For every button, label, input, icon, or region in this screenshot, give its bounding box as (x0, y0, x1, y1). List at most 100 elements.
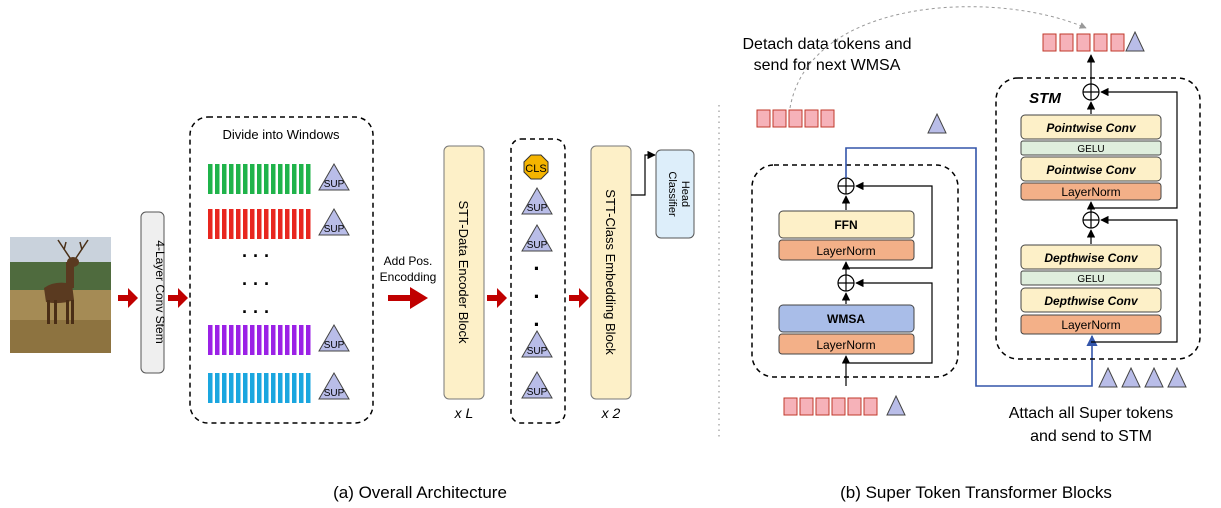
column-sup-token: SUP (521, 223, 553, 252)
window-bar (222, 164, 227, 194)
data-token (1076, 33, 1091, 52)
data-token (756, 109, 771, 128)
data-token (863, 397, 878, 416)
window-bar (285, 164, 290, 194)
pos-encoding-label-1: Add Pos. (384, 254, 433, 268)
window-bar (236, 164, 241, 194)
arrow-windows-to-encoder (388, 287, 428, 309)
window-bar (306, 325, 311, 355)
window-rows: SUP SUP SUP SUP (208, 162, 350, 403)
window-bar (243, 325, 248, 355)
window-bar (208, 209, 213, 239)
input-deer-image (10, 237, 111, 353)
sup-label: SUP (527, 387, 548, 398)
window-bar (292, 325, 297, 355)
stm-title: STM (1029, 90, 1061, 107)
arrow-image-to-stem (118, 288, 138, 308)
window-bar (215, 373, 220, 403)
window-row: SUP (208, 207, 350, 239)
attached-super-tokens (1098, 366, 1187, 388)
layernorm-pw-label: LayerNorm (1061, 185, 1120, 199)
window-sup-token: SUP (318, 371, 350, 400)
column-sup-token: SUP (521, 329, 553, 358)
layernorm-wmsa-box (778, 333, 915, 355)
window-bar (222, 373, 227, 403)
window-bar (278, 164, 283, 194)
data-token (772, 109, 787, 128)
classifier-label-2: Head (679, 181, 691, 207)
sup-label: SUP (324, 179, 345, 190)
window-bar (250, 209, 255, 239)
data-token (783, 397, 798, 416)
window-bar (236, 209, 241, 239)
window-bar (222, 209, 227, 239)
window-bar (271, 164, 276, 194)
window-bar (250, 164, 255, 194)
gelu-1-box (1020, 140, 1162, 156)
column-sup-tokens: SUP SUP SUP SUP (521, 186, 553, 399)
window-bar (229, 373, 234, 403)
token-rows (756, 30, 1187, 416)
data-token (831, 397, 846, 416)
window-bar (243, 373, 248, 403)
sup-label: SUP (527, 203, 548, 214)
super-token (1144, 366, 1164, 388)
attach-note-1: Attach all Super tokens (1009, 405, 1174, 422)
sup-label: SUP (324, 224, 345, 235)
detach-curve (789, 6, 1087, 109)
gelu-2-box (1020, 270, 1162, 286)
window-bar (264, 164, 269, 194)
depthwise-conv-1-label: Depthwise Conv (1044, 251, 1139, 265)
window-bar (257, 164, 262, 194)
data-token (1042, 33, 1057, 52)
pointwise-conv-1-label: Pointwise Conv (1046, 121, 1137, 135)
layernorm-dw-label: LayerNorm (1061, 318, 1120, 332)
window-bar (257, 373, 262, 403)
stm-block: STM Pointwise Conv GELU Pointwise Conv L… (995, 54, 1201, 360)
data-token (1093, 33, 1108, 52)
window-bar (257, 325, 262, 355)
window-bar (271, 373, 276, 403)
wmsa-label: WMSA (827, 312, 865, 326)
data-token (820, 109, 835, 128)
column-dot-2: · (533, 284, 540, 309)
window-bar (215, 325, 220, 355)
cls-label: CLS (525, 163, 546, 175)
window-bar (278, 325, 283, 355)
column-sup-token: SUP (521, 370, 553, 399)
depthwise-conv-2-label: Depthwise Conv (1044, 294, 1139, 308)
layernorm-ffn-label: LayerNorm (816, 244, 875, 258)
window-bar (306, 373, 311, 403)
residual-adder-mid (837, 274, 855, 292)
window-bar (278, 373, 283, 403)
sup-label: SUP (527, 240, 548, 251)
window-bar (250, 373, 255, 403)
window-bar (271, 209, 276, 239)
attach-note-2: and send to STM (1030, 428, 1152, 445)
window-sup-token: SUP (318, 323, 350, 352)
sup-label: SUP (527, 346, 548, 357)
ffn-label: FFN (834, 218, 857, 232)
windows-dots-1: · · · (242, 246, 270, 266)
gelu-2-label: GELU (1077, 274, 1104, 285)
cls-token: CLS (523, 154, 549, 180)
column-dot-3: · (533, 312, 540, 337)
detached-token-row (756, 109, 835, 128)
depthwise-conv-2-box (1020, 287, 1162, 313)
gelu-1-label: GELU (1077, 144, 1104, 155)
window-bar (208, 325, 213, 355)
window-bar (250, 325, 255, 355)
super-token-route (845, 147, 1098, 387)
arrow-stem-to-windows (168, 288, 188, 308)
window-bar (236, 373, 241, 403)
super-token (1167, 366, 1187, 388)
window-bar (229, 209, 234, 239)
pointwise-conv-1-box (1020, 114, 1162, 140)
window-bar (292, 373, 297, 403)
window-bar (292, 209, 297, 239)
window-bar (285, 209, 290, 239)
window-bar (236, 325, 241, 355)
conv-stem-block: 4-Layer Conv Stem (140, 211, 167, 374)
